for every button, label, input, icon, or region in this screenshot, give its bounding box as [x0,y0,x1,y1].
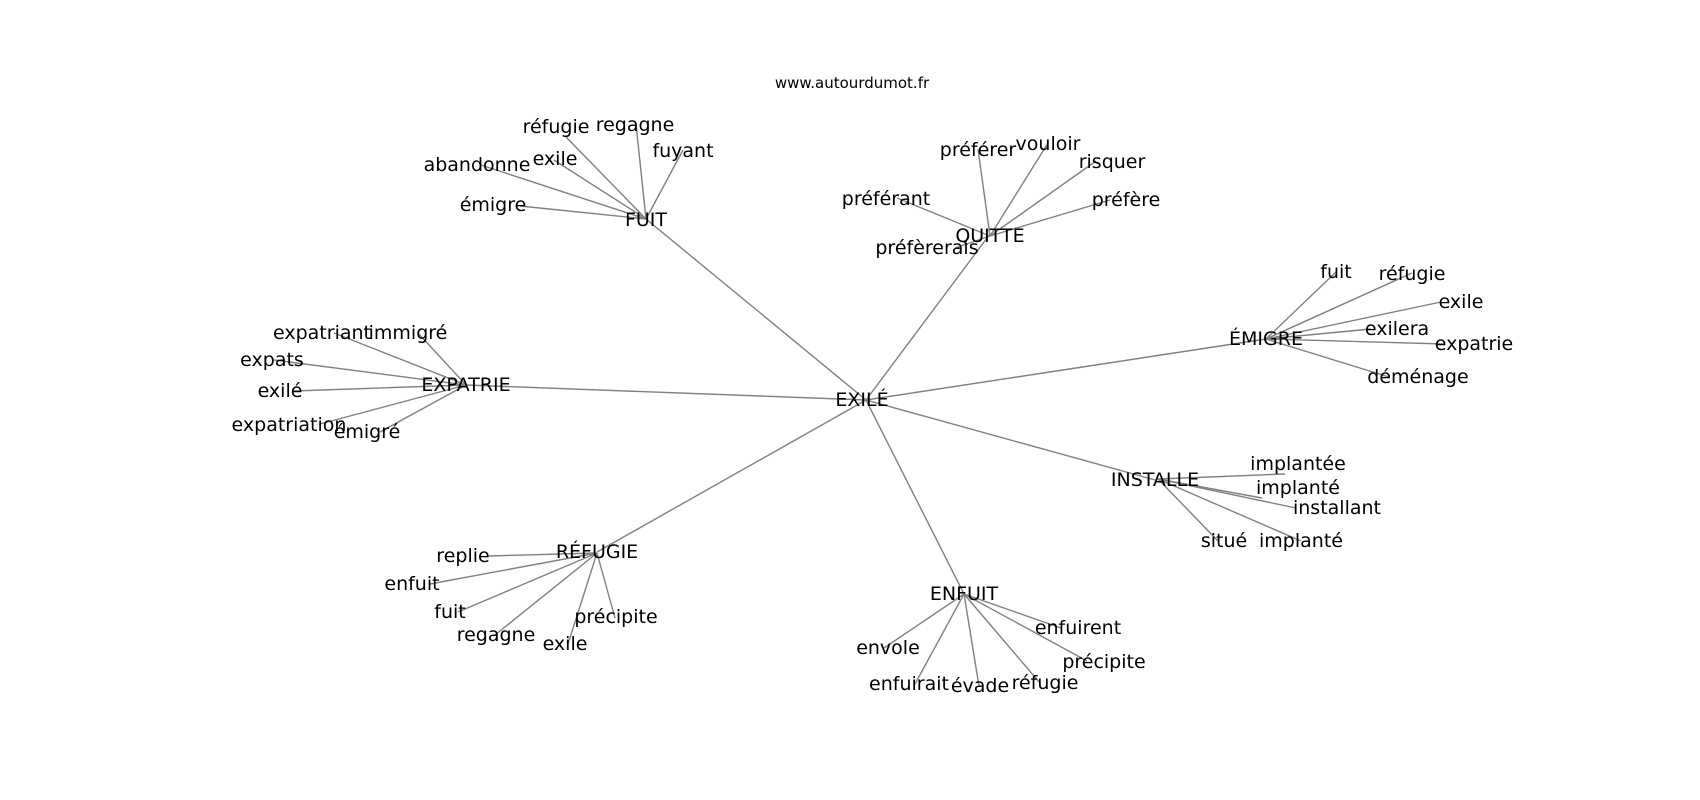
edge [565,136,647,220]
edge [1265,301,1442,340]
edge [457,552,598,613]
edge [519,205,647,220]
edge [1265,271,1337,340]
edge [596,399,867,553]
edge [963,593,1062,629]
edge [488,552,598,557]
edge [1265,338,1390,378]
edge [1157,478,1219,542]
hub-node-expatrie: EXPATRIE [421,374,510,396]
leaf-node: regagne [596,114,675,136]
hub-node-fuit: FUIT [625,209,667,231]
leaf-node: précipite [1062,651,1145,673]
leaf-node: expatrie [1435,333,1514,355]
leaf-node: préfère [1092,189,1161,211]
edge [319,384,467,425]
leaf-node: expats [240,349,304,371]
edge [273,359,467,386]
edges [273,123,1446,687]
leaf-node: émigré [334,421,401,443]
edge [1157,478,1297,509]
edge [896,197,991,237]
edge [865,237,988,401]
leaf-node: vouloir [1016,133,1081,155]
edge [429,552,598,585]
leaf-node: expatriant [273,322,371,344]
edge [963,593,980,687]
edge [865,338,1267,401]
edge [379,384,467,433]
edge [865,399,1156,481]
leaf-node: exilera [1365,318,1429,340]
leaf-node: immigré [369,322,448,344]
leaf-node: enfuit [384,573,439,595]
edge [645,218,867,401]
edge [963,593,1088,662]
leaf-node: implantée [1250,453,1346,475]
leaf-node: replie [436,545,489,567]
edge [494,552,598,636]
edge [567,552,598,645]
edge [635,123,647,220]
leaf-node: envole [856,637,920,659]
edge [465,384,867,401]
hub-node-enfuit: ENFUIT [930,583,999,605]
leaf-node: enfuirent [1035,617,1121,639]
leaf-node: implanté [1259,530,1343,552]
leaf-node: réfugie [523,116,590,138]
hub-node-quitte: QUITTE [955,225,1024,247]
leaf-node: exile [533,148,578,170]
source-url: www.autourdumot.fr [775,74,930,92]
edge [977,148,991,237]
leaf-node: installant [1293,497,1381,519]
edge [1265,328,1372,340]
leaf-node: réfugie [1012,672,1079,694]
edge [1265,338,1446,345]
edge [883,593,965,649]
leaf-node: émigre [460,194,527,216]
edge [292,384,467,392]
edge [480,164,647,220]
leaf-node: fuit [1320,261,1351,283]
leaf-node: exile [1439,291,1484,313]
leaf-node: préfèrerais [875,237,978,259]
edge [1265,272,1413,340]
edge [1157,473,1286,480]
leaf-node: réfugie [1379,263,1446,285]
edge [865,399,965,595]
leaf-node: fuyant [652,140,713,162]
leaf-node: enfuirait [869,673,949,695]
leaf-node: fuit [434,601,465,623]
leaf-node: exile [543,633,588,655]
edge [553,159,647,220]
leaf-node: regagne [457,624,536,646]
edge [963,593,1041,684]
edge [914,593,965,685]
edge [954,235,991,249]
edge [1157,478,1302,542]
leaf-node: expatriation [232,414,347,436]
leaf-node: exilé [258,380,303,402]
edge [989,160,1097,237]
leaf-node: risquer [1079,151,1146,173]
leaf-node: implanté [1256,477,1340,499]
leaf-node: situé [1201,530,1247,552]
edge [333,332,467,386]
leaf-node: déménage [1367,366,1468,388]
edge [596,552,616,619]
hub-node-installe: INSTALLE [1111,469,1199,491]
hub-node-emigre: ÉMIGRE [1229,327,1303,350]
edge [417,332,467,386]
edge [989,142,1049,237]
leaf-node: préférant [842,188,930,210]
edge [645,149,684,220]
edge [989,199,1111,237]
leaf-node: abandonne [424,154,531,176]
center-node: EXILÉ [835,388,888,411]
leaf-node: précipite [574,606,657,628]
leaf-node: préférer [940,139,1017,161]
leaf-node: évade [951,675,1009,697]
hub-node-refugie: RÉFUGIE [556,540,638,563]
